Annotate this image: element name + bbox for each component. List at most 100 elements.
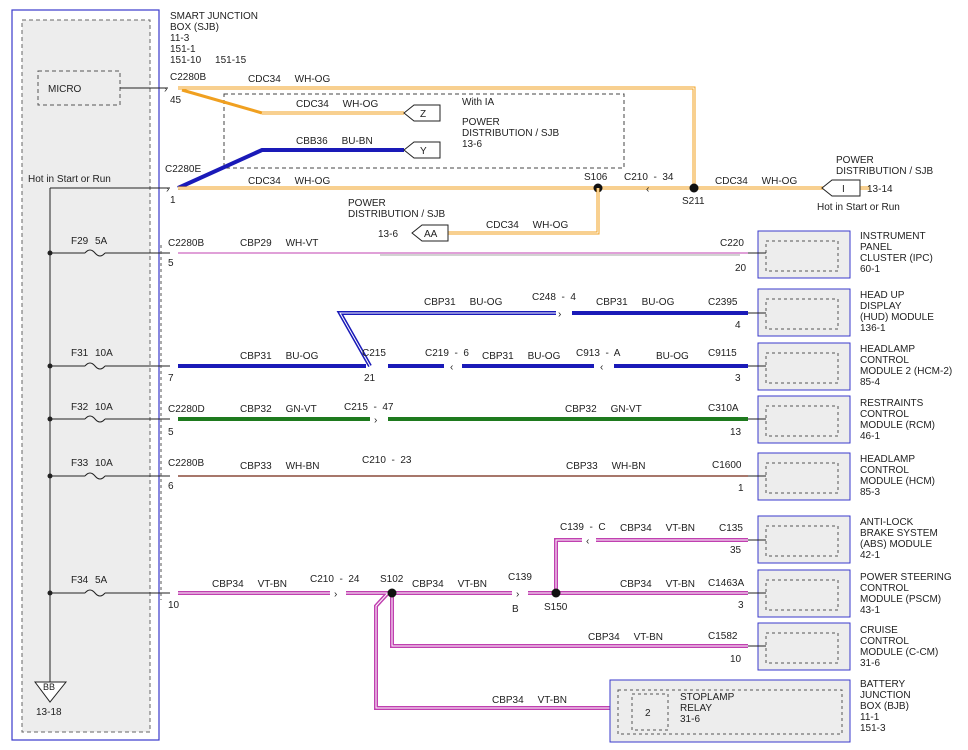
terminal-z xyxy=(403,104,441,122)
module-ccm-line3: MODULE (C-CM) xyxy=(860,647,938,658)
conn-c2280e: C2280E xyxy=(165,164,201,175)
wire-cbp29-label: CBP29 WH-VT xyxy=(240,238,318,249)
sjb-title-4: 151-1 xyxy=(170,44,196,55)
module-abs-connector: C135 xyxy=(719,523,743,534)
pin-5-f29: 5 xyxy=(168,258,174,269)
module-hcm-line2: CONTROL xyxy=(860,465,909,476)
pin-45: 45 xyxy=(170,95,182,106)
pd-mid-ref: 13-6 xyxy=(378,229,398,240)
pd-mid-1: POWER xyxy=(348,198,386,209)
module-pscm-line2: CONTROL xyxy=(860,583,909,594)
fuse-f32: F32 10A xyxy=(47,402,170,423)
module-hcm-connector: C1600 xyxy=(712,460,742,471)
terminal-y-label: Y xyxy=(420,146,427,157)
module-hcm2-line3: MODULE 2 (HCM-2) xyxy=(860,366,952,377)
module-hud-pin: 4 xyxy=(735,320,741,331)
c210-23-label: C210 - 23 xyxy=(362,455,412,466)
wire-buog-right-label: BU-OG xyxy=(656,351,689,362)
module-pscm-connector: C1463A xyxy=(708,578,744,589)
wire-cbp34-left-label: CBP34 VT-BN xyxy=(212,579,287,590)
splice-s150 xyxy=(551,588,561,598)
wire-cdc34-top xyxy=(178,86,696,188)
bjb-line3: BOX (BJB) xyxy=(860,701,909,712)
module-ccm-pin: 10 xyxy=(730,654,742,665)
module-hcm: C1600 1 HEADLAMP CONTROL MODULE (HCM) 85… xyxy=(712,452,935,501)
bjb-line4: 11-1 xyxy=(860,712,880,723)
pd-right-2: DISTRIBUTION / SJB xyxy=(836,166,934,177)
c210-24-label: C210 - 24 xyxy=(310,574,360,585)
module-rcm-connector: C310A xyxy=(708,403,739,414)
wire-cbp33-left-label: CBP33 WH-BN xyxy=(240,461,319,472)
sjb-title-3: 11-3 xyxy=(170,33,190,44)
module-ccm-connector: C1582 xyxy=(708,631,738,642)
pd-right-hot: Hot in Start or Run xyxy=(817,202,900,213)
module-ccm-line2: CONTROL xyxy=(860,636,909,647)
module-ccm-line4: 31-6 xyxy=(860,658,880,669)
stoplamp-relay-2: RELAY xyxy=(680,703,712,714)
module-ipc-line3: CLUSTER (IPC) xyxy=(860,253,933,264)
wire-cbb36 xyxy=(177,148,404,190)
module-hcm-pin: 1 xyxy=(738,483,744,494)
c215-label: C215 xyxy=(362,348,386,359)
sjb-title-1: SMART JUNCTION xyxy=(170,11,258,22)
fuse-f33-name: F33 xyxy=(71,458,89,469)
wire-cdc34-right-label: CDC34 WH-OG xyxy=(715,176,797,187)
module-hcm2-line4: 85-4 xyxy=(860,377,880,388)
c248-4-arrow-icon: › xyxy=(558,309,561,320)
sjb-inner xyxy=(21,19,151,733)
module-ipc-connector: C220 xyxy=(720,238,744,249)
wire-cbp34-s102-label: CBP34 VT-BN xyxy=(412,579,487,590)
c913-a-label: C913 - A xyxy=(576,348,621,359)
fuse-f29-rating: 5A xyxy=(95,236,108,247)
wire-cbp31-mid-label: CBP31 BU-OG xyxy=(482,351,561,362)
wire-cbp34-abs-label: CBP34 VT-BN xyxy=(620,523,695,534)
module-rcm-line2: CONTROL xyxy=(860,409,909,420)
ia-box xyxy=(223,93,625,169)
conn-c2280e-arrow-icon: › xyxy=(166,184,169,195)
micro-arrow-icon: › xyxy=(164,84,167,95)
pd-mid-2: DISTRIBUTION / SJB xyxy=(348,209,446,220)
ground-bb-icon xyxy=(34,681,68,703)
ia-pd-1: POWER xyxy=(462,117,500,128)
stoplamp-relay-pin: 2 xyxy=(645,708,651,719)
module-hcm-line1: HEADLAMP xyxy=(860,454,915,465)
module-rcm: C310A 13 RESTRAINTS CONTROL MODULE (RCM)… xyxy=(708,395,935,444)
wire-cbp31-upper1-label: CBP31 BU-OG xyxy=(424,297,503,308)
wire-cdc34-mid-label: CDC34 WH-OG xyxy=(248,176,330,187)
terminal-i-label: I xyxy=(842,184,845,195)
c210-34-arrow-icon: ‹ xyxy=(646,184,649,195)
fuse-f33: F33 10A xyxy=(47,458,170,480)
conn-c2280b-f33: C2280B xyxy=(168,458,204,469)
module-hud-line2: DISPLAY xyxy=(860,301,902,312)
sjb-title-5: 151-10 151-15 xyxy=(170,55,247,66)
wire-cbp31-upper2-label: CBP31 BU-OG xyxy=(596,297,675,308)
terminal-aa xyxy=(411,224,449,242)
c210-24-arrow-icon: › xyxy=(334,589,337,600)
conn-c2280b-top: C2280B xyxy=(170,72,206,83)
ia-pd-2: DISTRIBUTION / SJB xyxy=(462,128,560,139)
ia-pd-3: 13-6 xyxy=(462,139,482,150)
module-abs-pin: 35 xyxy=(730,545,742,556)
pin-5-f32: 5 xyxy=(168,427,174,438)
module-hud: C2395 4 HEAD UP DISPLAY (HUD) MODULE 136… xyxy=(708,288,934,337)
bjb-box: 2 STOPLAMP RELAY 31-6 BATTERY JUNCTION B… xyxy=(609,679,911,743)
module-abs: C135 35 ANTI-LOCK BRAKE SYSTEM (ABS) MOD… xyxy=(719,515,938,564)
module-ipc-line1: INSTRUMENT xyxy=(860,231,926,242)
stoplamp-relay-1: STOPLAMP xyxy=(680,692,735,703)
module-rcm-line1: RESTRAINTS xyxy=(860,398,924,409)
module-hcm2: C9115 3 HEADLAMP CONTROL MODULE 2 (HCM-2… xyxy=(708,342,952,391)
pin-1: 1 xyxy=(170,195,176,206)
c139-c-label: C139 - C xyxy=(560,522,606,533)
fuse-f33-rating: 10A xyxy=(95,458,113,469)
c215-47-arrow-icon: › xyxy=(374,415,377,426)
module-ipc-line2: PANEL xyxy=(860,242,892,253)
module-hcm-line3: MODULE (HCM) xyxy=(860,476,935,487)
wire-cdc34-z-diag xyxy=(181,88,263,115)
wire-cbp32-right-label: CBP32 GN-VT xyxy=(565,404,642,415)
wire-cbb36-label: CBB36 BU-BN xyxy=(296,136,373,147)
module-pscm-line4: 43-1 xyxy=(860,605,880,616)
pin-7: 7 xyxy=(168,373,174,384)
c248-4-label: C248 - 4 xyxy=(532,292,576,303)
sjb-hot-label: Hot in Start or Run xyxy=(28,174,111,185)
module-ipc-pin: 20 xyxy=(735,263,747,274)
